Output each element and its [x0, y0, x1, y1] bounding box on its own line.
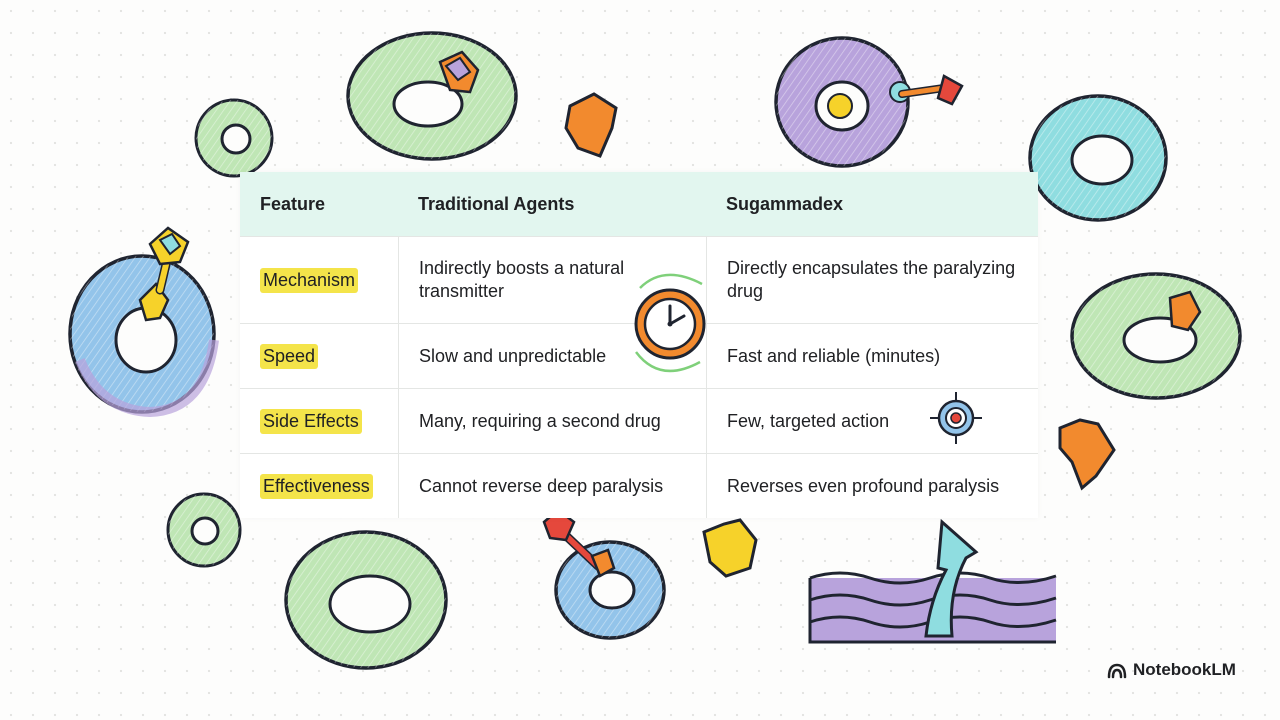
feature-highlight: Speed [260, 343, 319, 369]
traditional-cell: Many, requiring a second drug [398, 389, 706, 453]
waves-up-arrow-icon [808, 518, 1057, 644]
sugammadex-cell: Reverses even profound paralysis [706, 454, 1038, 518]
fragment-orange-icon [564, 92, 618, 158]
feature-cell: Mechanism [240, 237, 398, 323]
feature-highlight: Effectiveness [260, 473, 373, 499]
comparison-table: Feature Traditional Agents Sugammadex Me… [240, 172, 1038, 518]
ring-green-right-icon [1070, 272, 1242, 400]
feature-cell: Speed [240, 324, 398, 388]
fragment-yellow-icon [702, 518, 758, 578]
feature-highlight: Mechanism [260, 267, 359, 293]
header-feature: Feature [260, 193, 326, 214]
header-traditional-agents: Traditional Agents [418, 193, 575, 214]
ring-small-green-bottom-icon [166, 492, 242, 568]
feature-cell: Side Effects [240, 389, 398, 453]
ring-blue-bottom-icon [542, 508, 666, 640]
header-sugammadex: Sugammadex [726, 193, 844, 214]
ring-purple-top-icon [774, 36, 964, 168]
table-row: Speed Slow and unpredictable Fast and re… [240, 323, 1038, 388]
sugammadex-cell: Directly encapsulates the paralyzing dru… [706, 237, 1038, 323]
notebooklm-brand: NotebookLM [1107, 660, 1236, 680]
ring-small-green-icon [194, 98, 274, 178]
traditional-cell: Slow and unpredictable [398, 324, 706, 388]
table-row: Side Effects Many, requiring a second dr… [240, 388, 1038, 453]
table-row: Mechanism Indirectly boosts a natural tr… [240, 236, 1038, 323]
ring-green-top-icon [346, 31, 518, 161]
table-row: Effectiveness Cannot reverse deep paraly… [240, 453, 1038, 518]
table-header-row: Feature Traditional Agents Sugammadex [240, 172, 1038, 236]
ring-blue-left-icon [68, 226, 219, 418]
traditional-cell: Indirectly boosts a natural transmitter [398, 237, 706, 323]
feature-cell: Effectiveness [240, 454, 398, 518]
brand-name: NotebookLM [1133, 660, 1236, 679]
traditional-cell: Cannot reverse deep paralysis [398, 454, 706, 518]
sugammadex-cell: Few, targeted action [706, 389, 1038, 453]
notebooklm-logo-icon [1107, 663, 1127, 679]
ring-green-bottom-icon [284, 530, 448, 670]
feature-highlight: Side Effects [260, 408, 362, 434]
fragment-orange-right-icon [1058, 418, 1116, 491]
sugammadex-cell: Fast and reliable (minutes) [706, 324, 1038, 388]
ring-teal-icon [1028, 94, 1168, 222]
